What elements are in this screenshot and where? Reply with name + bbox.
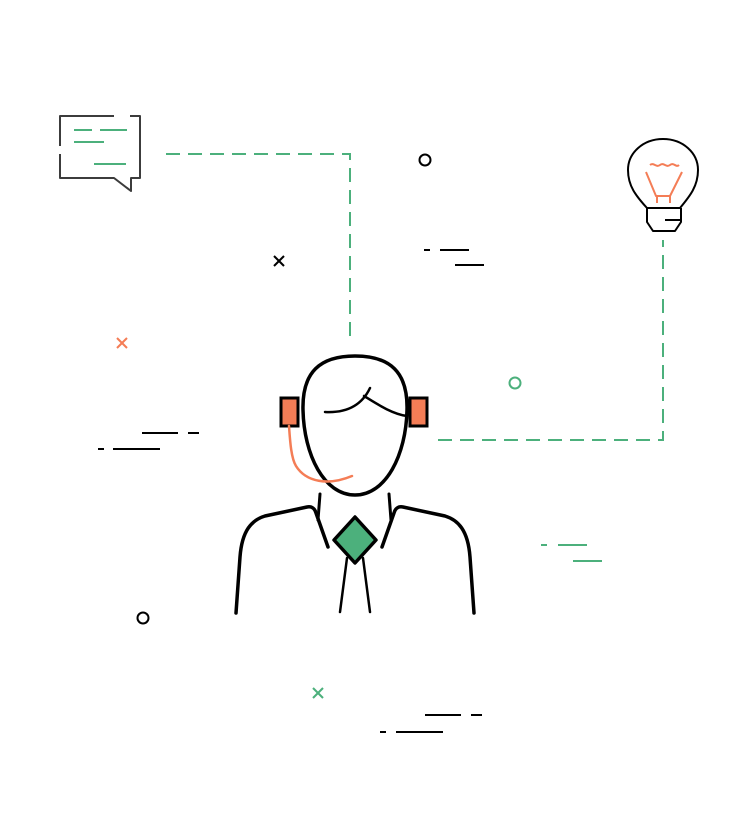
cross-marker — [273, 255, 285, 267]
lightbulb-filament — [645, 163, 683, 203]
agent-collar — [316, 492, 393, 522]
ring-marker — [418, 153, 432, 167]
dash-group — [98, 432, 199, 450]
agent-tie-knot — [332, 515, 378, 565]
connector-chat-to-agent — [166, 153, 351, 342]
agent-shoulders — [234, 505, 476, 615]
ring-marker — [136, 611, 150, 625]
lightbulb-glass — [627, 138, 699, 209]
headset-ear-right — [408, 396, 429, 428]
chat-bubble-text-lines — [74, 129, 127, 165]
decorative-markers — [116, 153, 522, 699]
lightbulb-icon — [627, 138, 699, 232]
headset-icon — [279, 396, 429, 483]
cross-marker — [116, 337, 128, 349]
agent-tie-strip — [338, 556, 372, 614]
motion-dashes — [98, 249, 602, 733]
chat-bubble-icon — [56, 115, 141, 192]
dash-group — [541, 544, 602, 562]
ring-marker — [508, 376, 522, 390]
connector-agent-to-bulb — [438, 240, 664, 441]
agent-head — [301, 354, 409, 497]
support-agent-icon — [234, 354, 476, 615]
headset-microphone — [287, 424, 354, 483]
headset-ear-left — [279, 396, 300, 428]
connector-lines — [166, 153, 664, 441]
cross-marker — [312, 687, 324, 699]
chat-bubble-gap-mask — [56, 146, 64, 154]
agent-hair — [323, 386, 409, 418]
dash-group — [424, 249, 484, 266]
dash-group — [380, 714, 482, 733]
chat-bubble-outline — [59, 115, 141, 192]
